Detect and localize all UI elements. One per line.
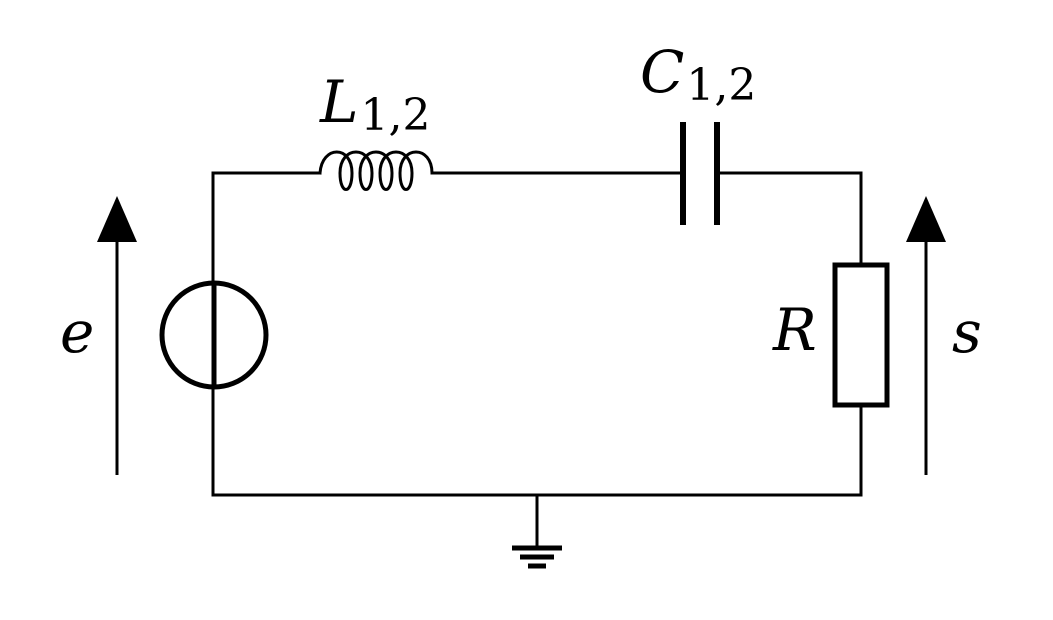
source-voltage-arrow: e xyxy=(60,196,137,475)
wires xyxy=(211,171,863,549)
resistor: R xyxy=(772,262,890,408)
output-voltage-arrow: s xyxy=(906,196,982,475)
output-arrowhead xyxy=(906,196,946,242)
inductor-label: L1,2 xyxy=(319,68,431,141)
resistor-label: R xyxy=(772,296,817,364)
inductor: L1,2 xyxy=(318,68,434,191)
capacitor-label: C1,2 xyxy=(640,38,756,111)
voltage-source xyxy=(159,280,269,390)
resistor-body xyxy=(832,262,890,408)
inductor-coil xyxy=(318,150,434,191)
source-label: e xyxy=(60,298,94,366)
ground-symbol xyxy=(512,545,562,569)
capacitor: C1,2 xyxy=(640,38,756,225)
output-label: s xyxy=(952,298,982,366)
source-arrowhead xyxy=(97,196,137,242)
